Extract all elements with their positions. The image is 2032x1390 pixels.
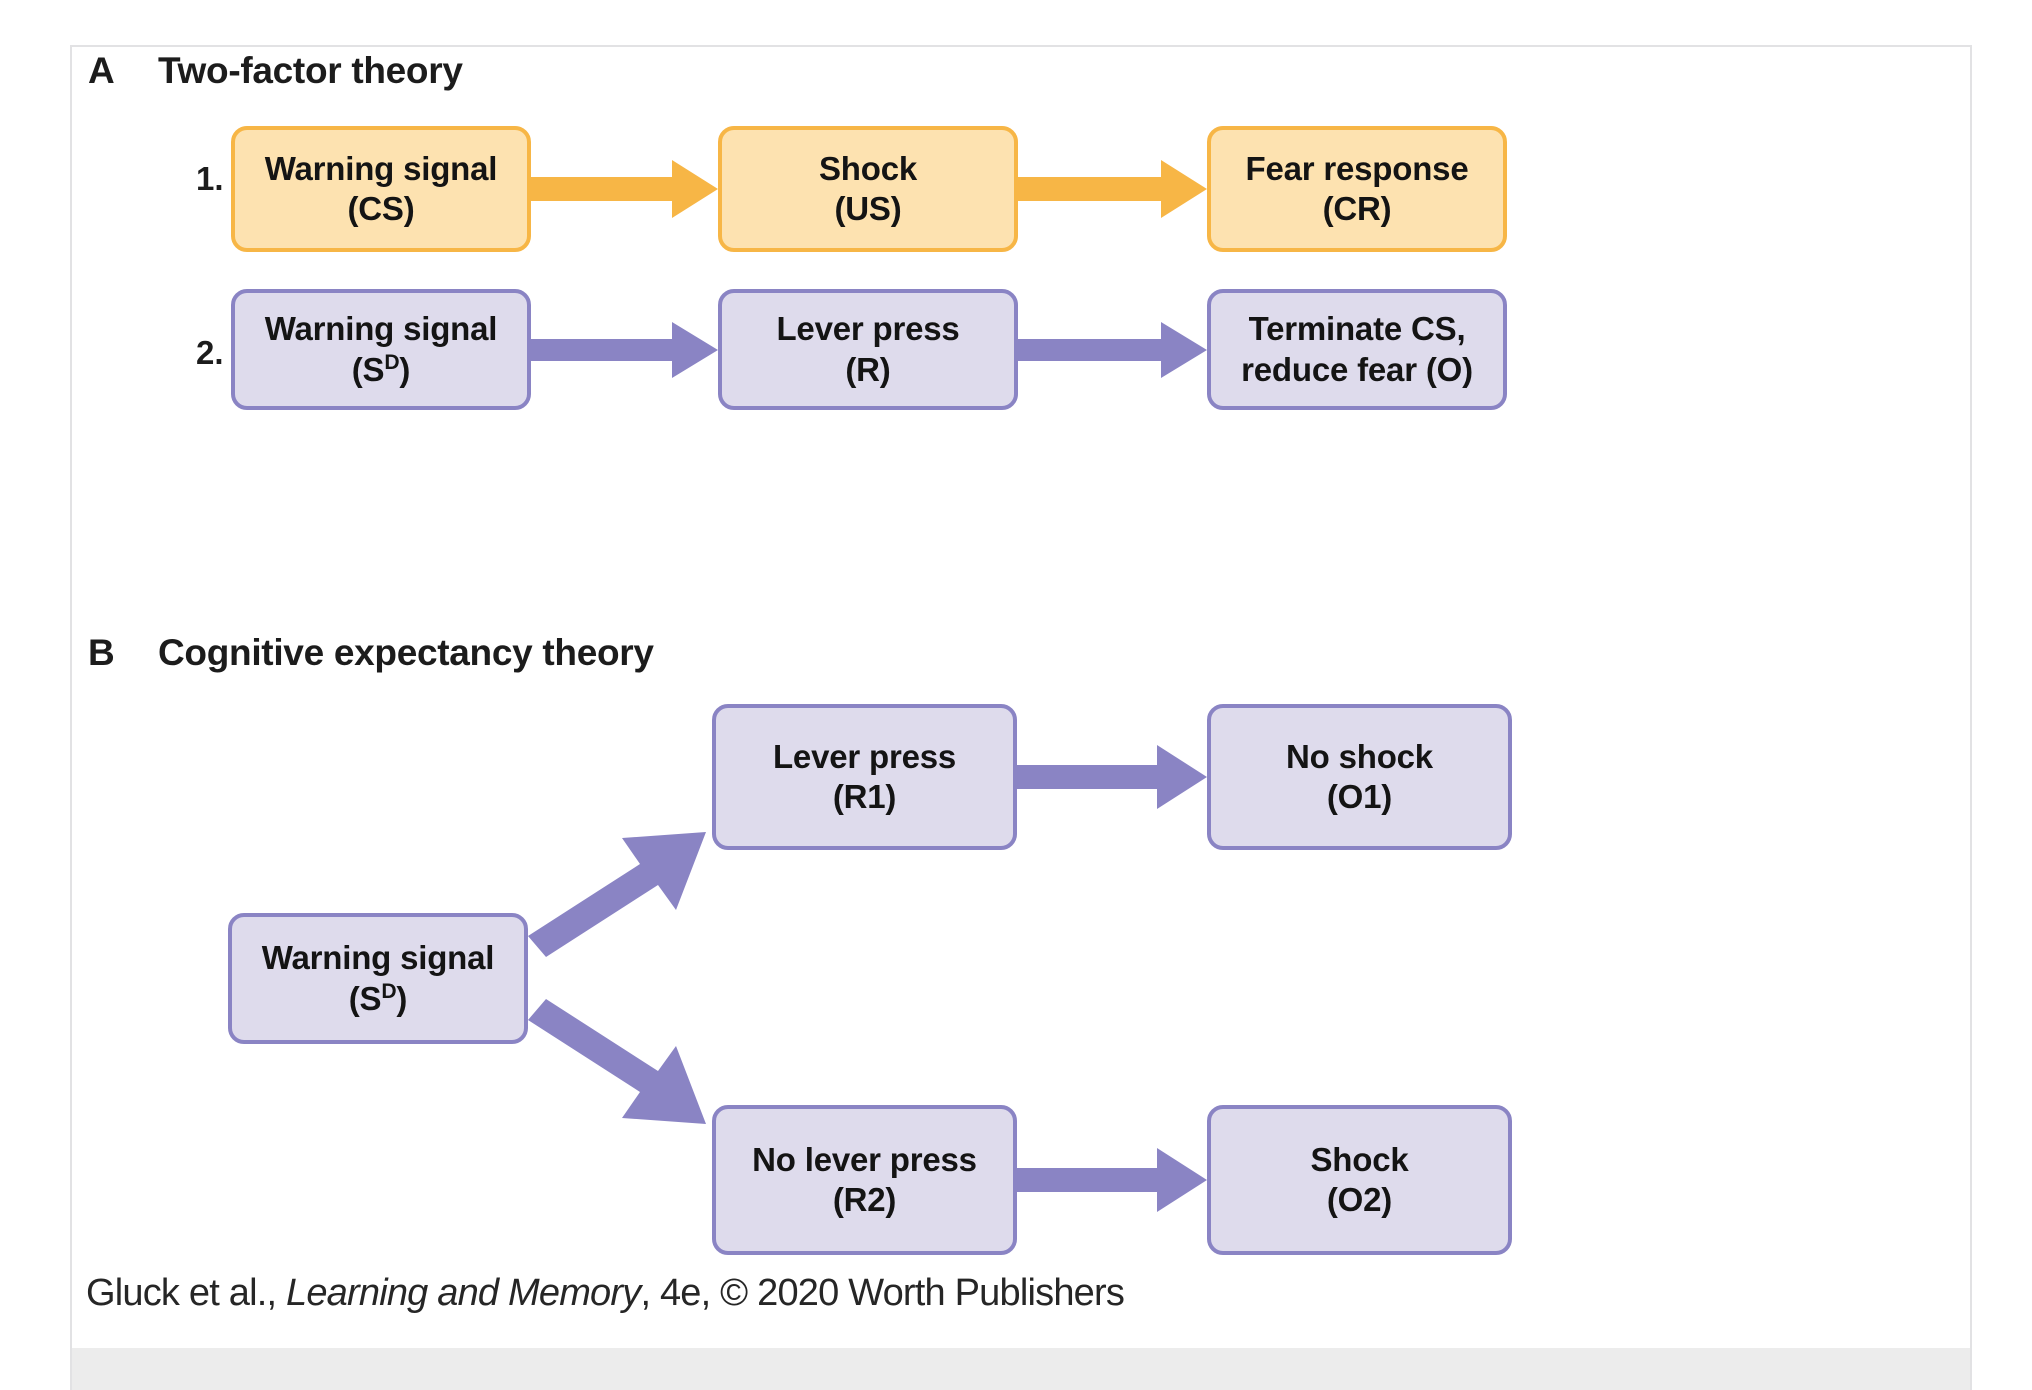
step-number-2: 2. (196, 334, 224, 371)
node-b-no-shock-o1: No shock (O1) (1207, 704, 1512, 850)
section-a-letter: A (88, 50, 115, 91)
credit-book-title: Learning and Memory (286, 1272, 641, 1314)
node-label: Shock (O2) (1310, 1140, 1409, 1218)
figure-frame (70, 45, 1972, 1350)
node-b-warning-signal-sd: Warning signal (SD) (228, 913, 528, 1044)
section-b-title: Cognitive expectancy theory (158, 632, 654, 673)
node-warning-signal-sd: Warning signal (SD) (231, 289, 531, 410)
credit-line: Gluck et al., Learning and Memory, 4e, ©… (86, 1272, 1125, 1315)
node-b-lever-press-r1: Lever press (R1) (712, 704, 1017, 850)
node-shock-us: Shock (US) (718, 126, 1018, 252)
node-label: Lever press (R) (776, 310, 960, 388)
node-label: Warning signal (CS) (264, 149, 498, 227)
section-b-letter: B (88, 632, 115, 673)
node-label: Fear response (CR) (1245, 149, 1469, 227)
node-fear-response-cr: Fear response (CR) (1207, 126, 1507, 252)
node-b-shock-o2: Shock (O2) (1207, 1105, 1512, 1255)
superscript-d: D (381, 979, 397, 1003)
node-warning-signal-cs: Warning signal (CS) (231, 126, 531, 252)
node-label: Terminate CS, reduce fear (O) (1241, 310, 1473, 388)
node-b-no-lever-press-r2: No lever press (R2) (712, 1105, 1017, 1255)
node-lever-press-r: Lever press (R) (718, 289, 1018, 410)
credit-suffix: , 4e, © 2020 Worth Publishers (640, 1272, 1125, 1314)
node-label: No shock (O1) (1286, 737, 1433, 815)
section-a-title: Two-factor theory (158, 50, 463, 91)
node-label: Warning signal (SD) (264, 310, 498, 388)
node-label: Shock (US) (818, 149, 918, 227)
node-terminate-cs-reduce-fear-o: Terminate CS, reduce fear (O) (1207, 289, 1507, 410)
node-label: Warning signal (SD) (261, 939, 495, 1017)
node-label: No lever press (R2) (752, 1140, 977, 1218)
credit-prefix: Gluck et al., (86, 1272, 286, 1314)
superscript-d: D (384, 350, 400, 374)
bottom-gray-band (70, 1348, 1972, 1390)
node-label: Lever press (R1) (772, 737, 957, 815)
step-number-1: 1. (196, 160, 224, 197)
